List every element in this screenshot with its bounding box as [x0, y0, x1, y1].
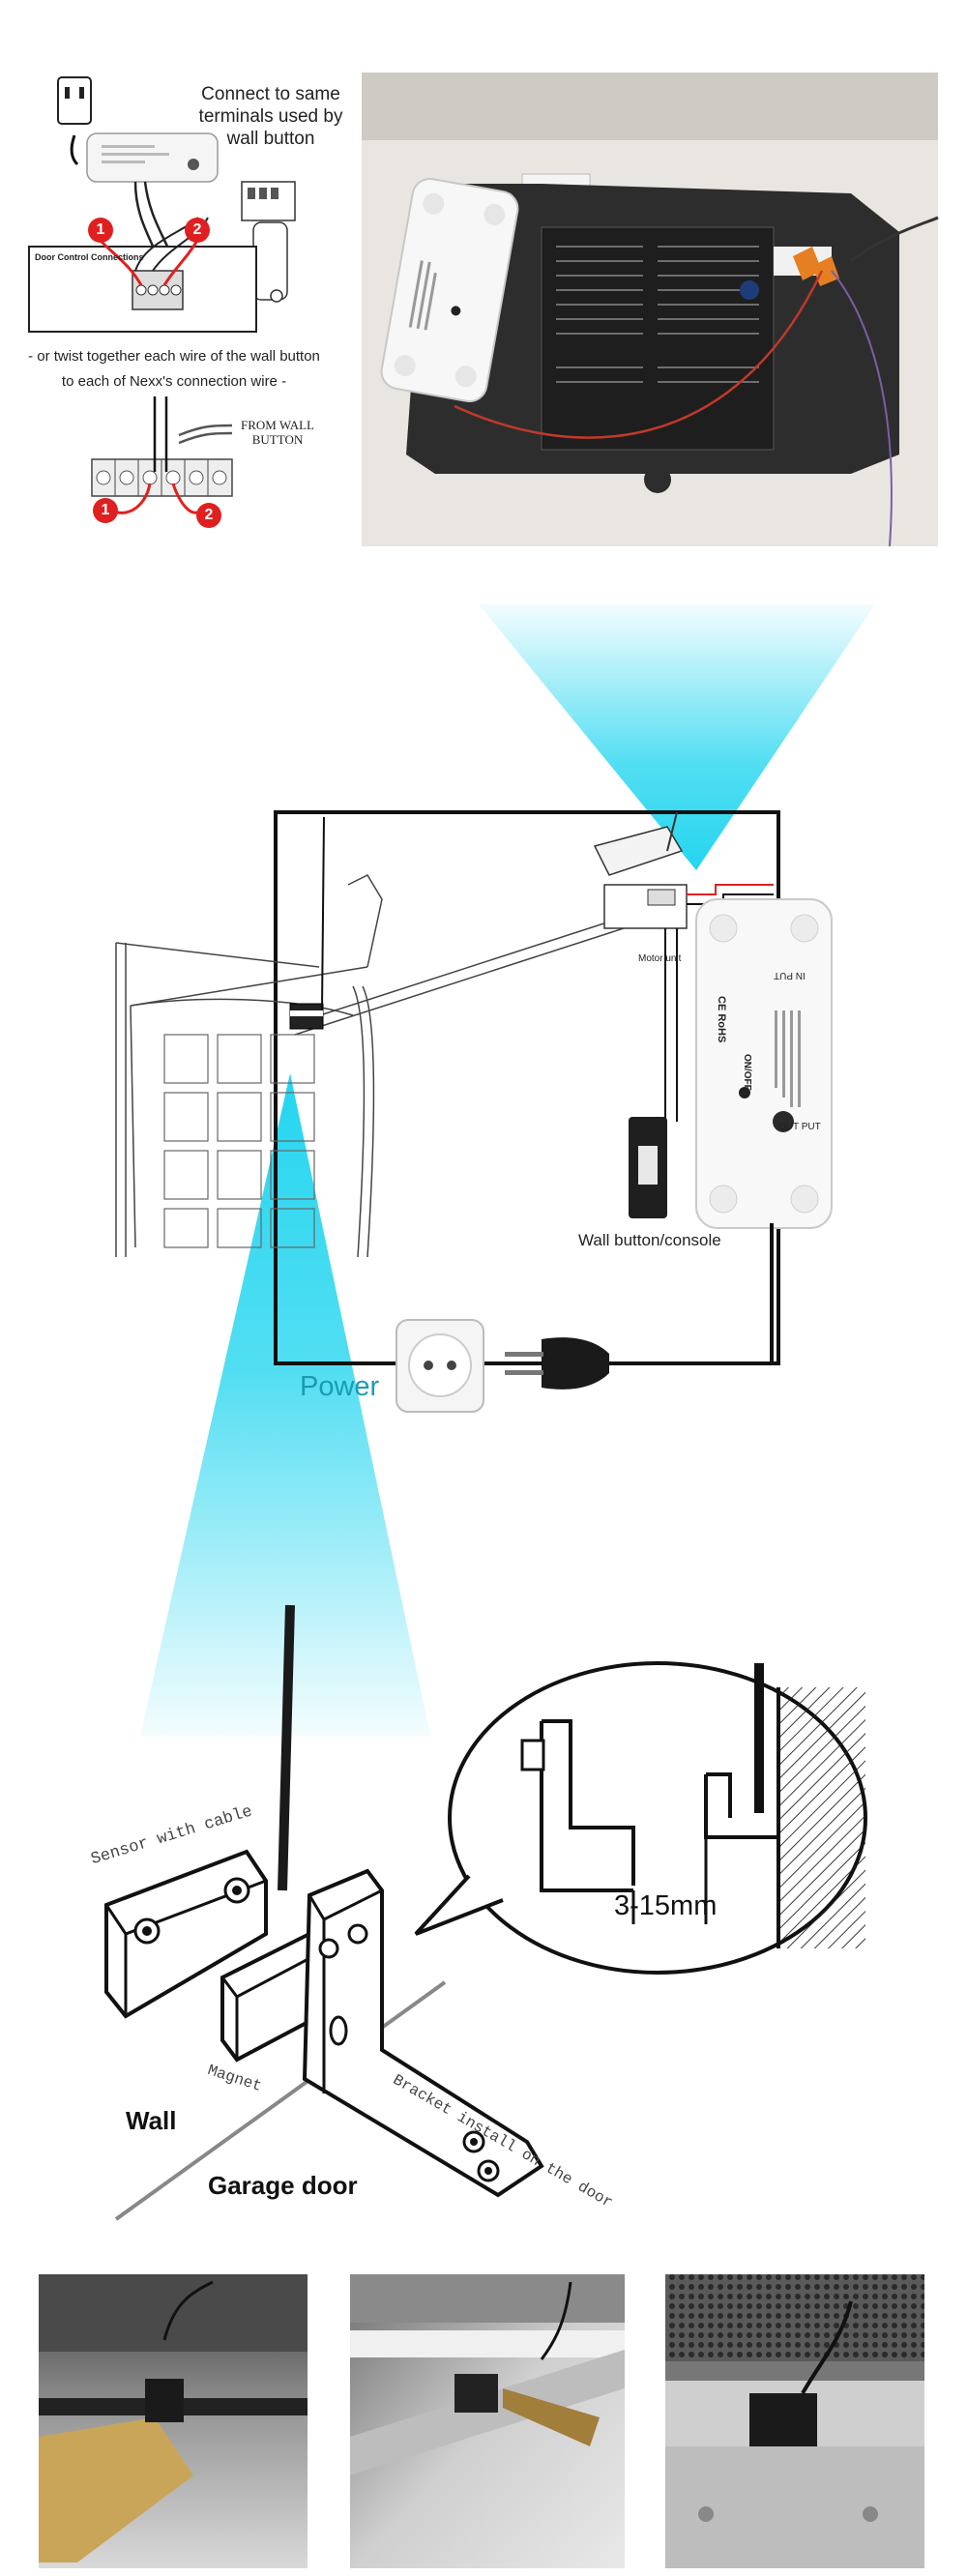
terminal-block: [132, 270, 184, 310]
from-wall-button-line: FROM WALL: [241, 418, 314, 432]
photo-install-2: [350, 2274, 625, 2568]
opener-unit-sketch: [241, 181, 296, 303]
connect-note-line: wall button: [226, 129, 315, 149]
input-label: IN PUT: [774, 970, 806, 981]
garage-door-label: Garage door: [208, 2171, 358, 2200]
plug-icon: [505, 1337, 609, 1390]
marker-2-lower: 2: [196, 503, 221, 528]
twist-note-line: to each of Nexx's connection wire -: [61, 373, 287, 390]
gap-detail-callout: [414, 1661, 867, 1975]
wall-button-label: Wall button/console: [578, 1231, 721, 1249]
connect-note-line: terminals used by: [198, 106, 343, 127]
photo-install-3: [665, 2274, 924, 2568]
sensor-with-cable: [104, 1849, 268, 2019]
wiring-diagram: [28, 76, 296, 514]
from-wall-button-line: BUTTON: [251, 432, 304, 447]
door-bracket: [302, 1868, 544, 2198]
photo-install-1: [39, 2274, 308, 2568]
controller-in-photo: [380, 177, 519, 403]
onoff-label: ON/OFF: [742, 1054, 752, 1091]
beam-top: [479, 604, 875, 870]
marker-2: 2: [185, 218, 210, 243]
twist-note: - or twist together each wire of the wal…: [0, 344, 348, 395]
rohs-label: CE RoHS: [716, 996, 727, 1043]
garage-diagram: [115, 810, 833, 1413]
beam-bottom: [140, 1073, 430, 1736]
socket-icon: [396, 1319, 484, 1413]
from-wall-button-label: FROM WALL BUTTON: [234, 418, 321, 447]
connect-note: Connect to same terminals used by wall b…: [184, 83, 358, 150]
twist-note-line: - or twist together each wire of the wal…: [28, 348, 320, 365]
power-label: Power: [300, 1371, 380, 1402]
opener-photo: [362, 73, 939, 547]
installation-diagram: [104, 1604, 867, 2221]
connect-note-line: Connect to same: [201, 84, 340, 104]
motor-unit-label: Motor unit: [638, 953, 682, 964]
gap-label: 3-15mm: [614, 1890, 718, 1921]
door-control-label: Door Control Connections: [35, 252, 144, 262]
terminal-strip: [91, 458, 233, 497]
wall-label: Wall: [126, 2106, 177, 2135]
controller-device: [695, 898, 833, 1229]
outlet-icon: [57, 76, 92, 166]
output-label: OUT PUT: [778, 1122, 821, 1132]
marker-1: 1: [88, 218, 113, 243]
marker-1-lower: 1: [93, 498, 118, 523]
motor-unit-sketch: [593, 811, 688, 929]
